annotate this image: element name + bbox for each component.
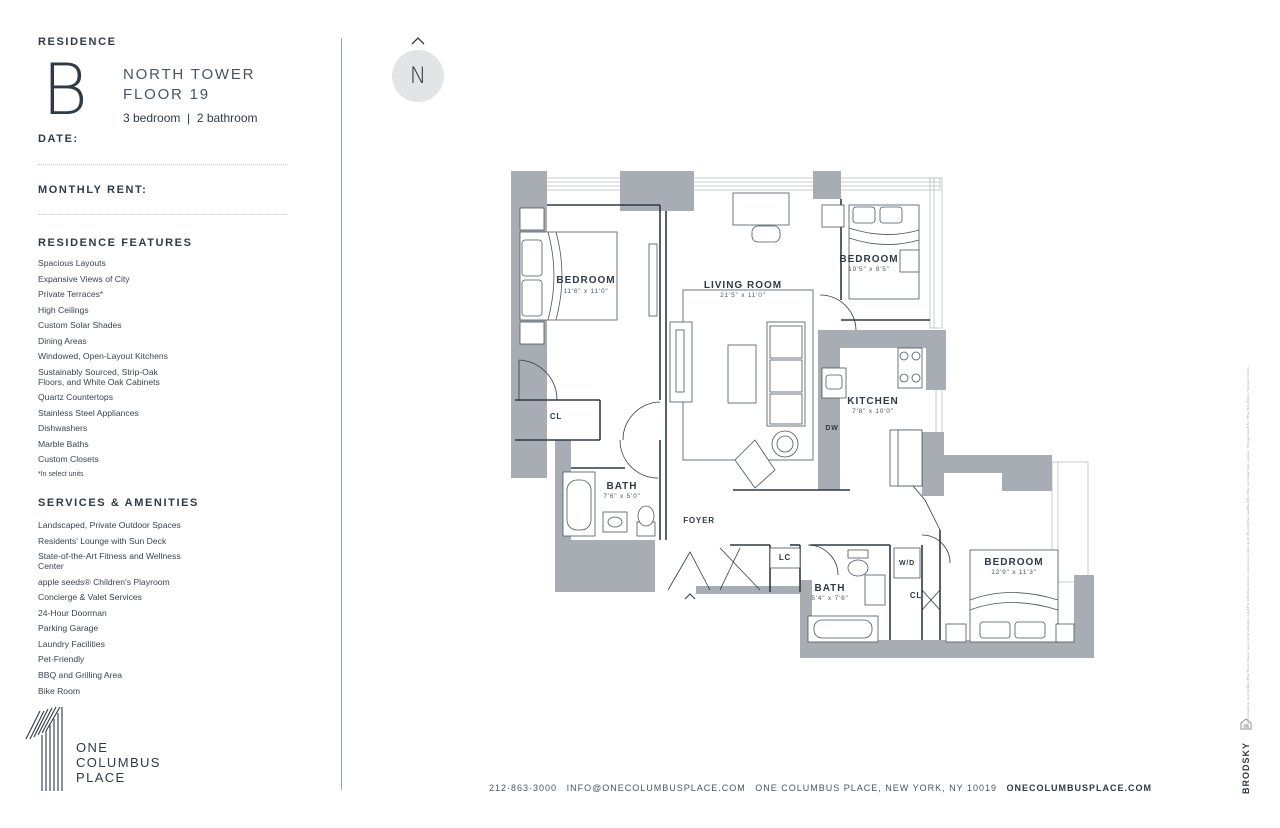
feature-item: Quartz Countertops	[38, 392, 113, 403]
feature-item: Dishwashers	[38, 423, 88, 434]
amenity-item: State-of-the-Art Fitness and Wellness Ce…	[38, 551, 181, 572]
residence-letter: B	[42, 49, 88, 131]
footer-email[interactable]: INFO@ONECOLUMBUSPLACE.COM	[566, 783, 746, 793]
equal-housing-icon	[1240, 718, 1252, 730]
bath-2-label: BATH	[814, 583, 845, 594]
amenities-heading: SERVICES & AMENITIES	[38, 497, 199, 509]
residence-heading: RESIDENCE	[38, 36, 117, 48]
monthly-rent-label: MONTHLY RENT:	[38, 184, 148, 196]
feature-item: Custom Closets	[38, 454, 99, 465]
north-arrow-icon	[411, 37, 425, 45]
amenity-item: Bike Room	[38, 685, 81, 696]
living-room-dimensions: 21'5" x 11'0"	[720, 292, 766, 299]
logo-line-one: ONE	[76, 740, 109, 755]
living-room-label: LIVING ROOM	[704, 280, 782, 291]
footer-website[interactable]: ONECOLUMBUSPLACE.COM	[1006, 783, 1153, 793]
kitchen-label: KITCHEN	[847, 396, 898, 407]
feature-item: Spacious Layouts	[38, 258, 106, 268]
bath-1-dimensions: 7'6" x 5'0"	[603, 493, 640, 500]
amenities-list: Landscaped, Private Outdoor Spaces Resid…	[38, 520, 188, 701]
feature-item: Custom Solar Shades	[38, 320, 122, 330]
beds-baths: 3 bedroom | 2 bathroom	[123, 111, 258, 125]
footer-phone: 212·863·3000	[489, 783, 558, 793]
feature-item: Marble Baths	[38, 438, 89, 449]
foyer-label: FOYER	[683, 516, 715, 525]
kitchen-dimensions: 7'8" x 10'0"	[852, 408, 894, 415]
compass-letter: N	[409, 63, 427, 89]
bedroom-1-label: BEDROOM	[556, 275, 615, 286]
features-heading: RESIDENCE FEATURES	[38, 237, 193, 249]
compass-badge: N	[392, 50, 444, 102]
bath-1-label: BATH	[606, 481, 637, 492]
amenity-item: apple seeds® Children's Playroom	[38, 576, 170, 587]
amenity-item: BBQ and Grilling Area	[38, 670, 123, 681]
brodsky-text: BRODSKY	[1241, 742, 1251, 795]
amenity-item: Pet-Friendly	[38, 654, 85, 665]
washer-dryer-label: W/D	[899, 560, 915, 567]
amenity-item: Landscaped, Private Outdoor Spaces	[38, 520, 181, 530]
amenity-item: Concierge & Valet Services	[38, 592, 142, 603]
closet-2-label: CL	[910, 591, 922, 600]
feature-item: Private Terraces*	[38, 289, 104, 299]
one-columbus-place-logo-icon	[25, 706, 63, 791]
disclaimer-text: All information regarding the floor plan…	[1246, 366, 1249, 730]
brodsky-logo: BRODSKY	[1238, 742, 1254, 795]
bedroom-2-label: BEDROOM	[839, 254, 898, 265]
divider	[38, 164, 288, 165]
amenity-item: Laundry Facilities	[38, 638, 105, 649]
entry-arrow-icon	[684, 593, 696, 600]
feature-item: Stainless Steel Appliances	[38, 407, 139, 418]
closet-1-label: CL	[550, 412, 562, 421]
features-list: Spacious Layouts Expansive Views of City…	[38, 258, 188, 485]
date-label: DATE:	[38, 133, 79, 145]
footer-address: ONE COLUMBUS PLACE, NEW YORK, NY 10019	[755, 783, 997, 793]
floor-number: FLOOR 19	[123, 86, 210, 103]
amenity-item: 24-Hour Doorman	[38, 607, 107, 618]
bedroom-3-label: BEDROOM	[984, 557, 1043, 568]
bedroom-1-dimensions: 11'6" x 11'0"	[563, 288, 608, 295]
bedroom-2-dimensions: 10'5" x 8'5"	[848, 266, 890, 273]
tower-name: NORTH TOWER	[123, 66, 256, 83]
linen-closet-label: LC	[779, 553, 791, 562]
floor-plan: BEDROOM 11'6" x 11'0" LIVING ROOM 21'5" …	[511, 171, 1094, 658]
logo-text: ONE COLUMBUS PLACE	[76, 740, 161, 785]
vertical-divider	[341, 38, 342, 790]
dishwasher-label: DW	[825, 425, 838, 432]
feature-item: Expansive Views of City	[38, 273, 130, 284]
amenity-item: Residents' Lounge with Sun Deck	[38, 535, 167, 546]
bedroom-3-dimensions: 12'9" x 11'3"	[991, 569, 1037, 576]
logo-line-place: PLACE	[76, 770, 126, 785]
bath-2-dimensions: 5'4" x 7'6"	[811, 595, 848, 602]
amenity-item: Parking Garage	[38, 623, 99, 634]
feature-item: Windowed, Open-Layout Kitchens	[38, 351, 168, 361]
feature-item: Sustainably Sourced, Strip-Oak Floors, a…	[38, 366, 160, 387]
feature-item: High Ceilings	[38, 304, 89, 315]
feature-footnote: *In select units	[38, 470, 84, 478]
feature-item: Dining Areas	[38, 335, 87, 346]
divider	[38, 214, 288, 215]
footer-contact: 212·863·3000 INFO@ONECOLUMBUSPLACE.COM O…	[489, 783, 1152, 793]
logo-line-columbus: COLUMBUS	[76, 755, 161, 770]
